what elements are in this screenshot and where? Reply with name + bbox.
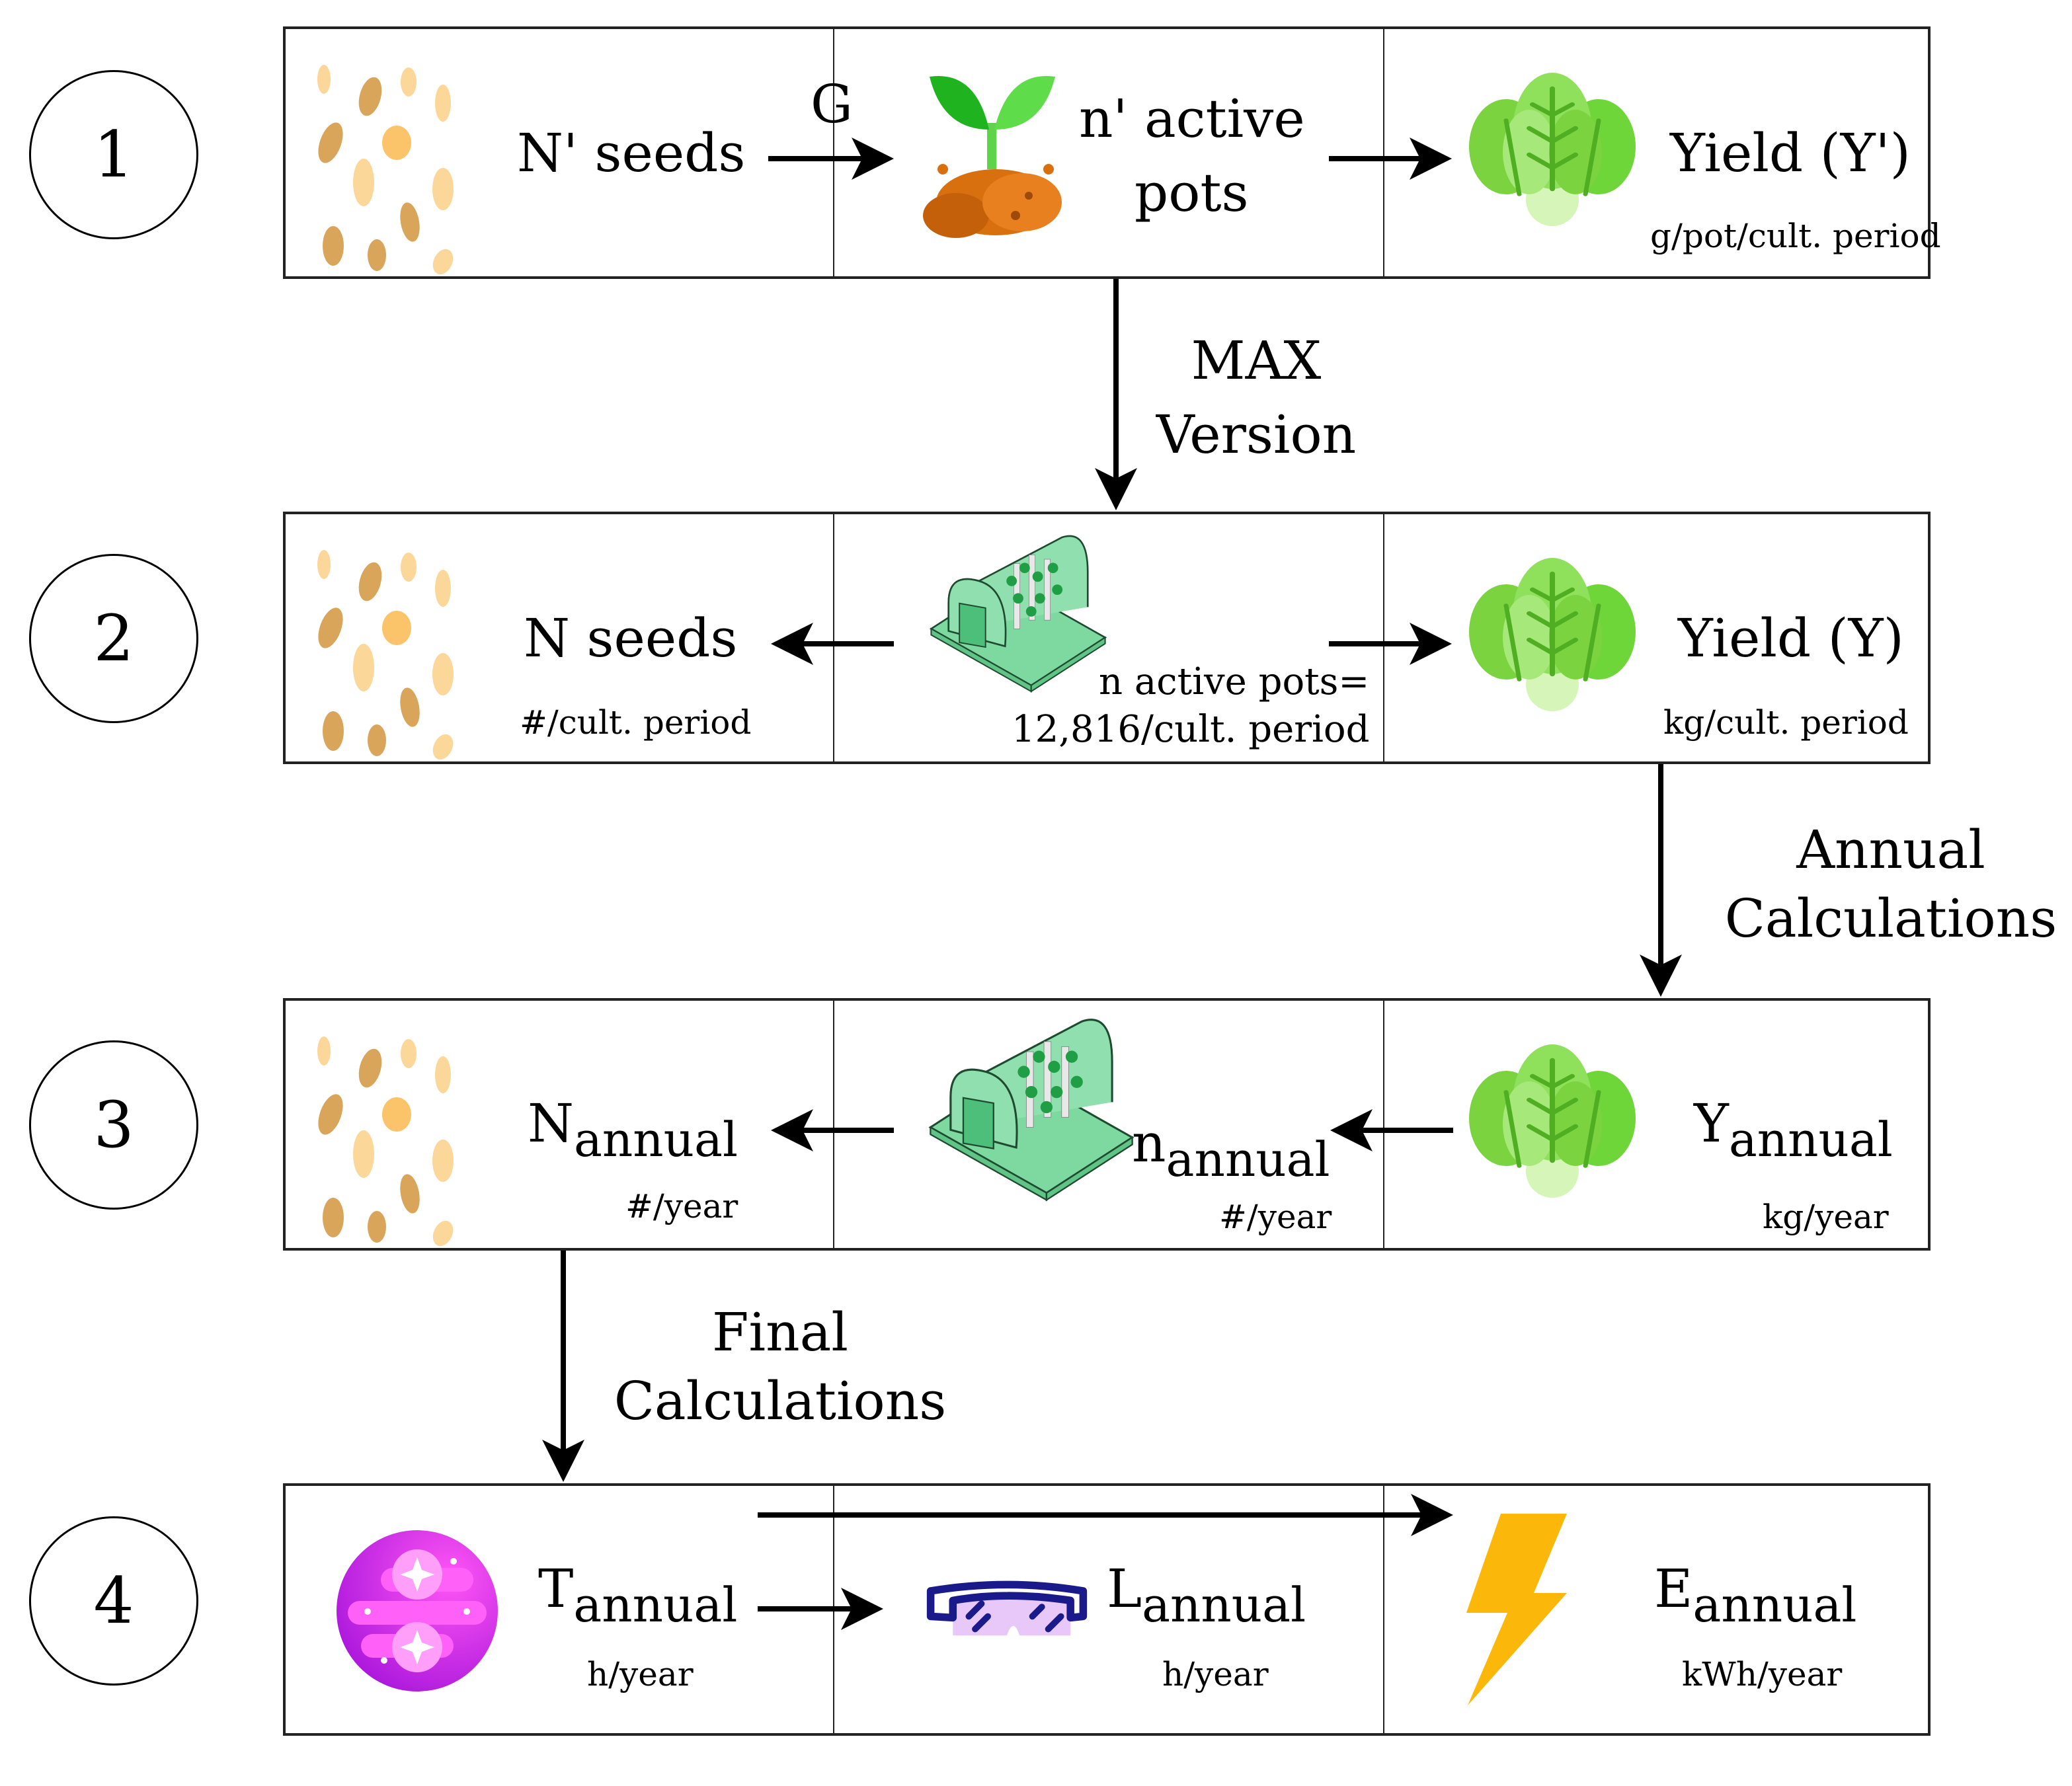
row4-t-label: Tannual (538, 1563, 737, 1629)
row3-seeds-unit: #/year (625, 1187, 738, 1225)
symbol-subscript: annual (1142, 1577, 1306, 1633)
max-version-label: MAX Version (1150, 324, 1362, 472)
step-number-4: 4 (29, 1516, 198, 1686)
goggles-icon (926, 1580, 1088, 1636)
row2-yield-label: Yield (Y) (1678, 607, 1904, 669)
row-3-box (283, 998, 1931, 1251)
row1-seeds-label: N' seeds (517, 122, 746, 184)
row4-t-unit: h/year (587, 1655, 694, 1693)
cell-divider (1383, 1001, 1384, 1248)
row4-l-unit: h/year (1162, 1655, 1269, 1693)
row4-l-label: Lannual (1107, 1563, 1306, 1629)
symbol-subscript: annual (574, 1112, 738, 1167)
row1-pots-line2: pots (1135, 162, 1249, 223)
sprout-icon (923, 76, 1062, 238)
row2-seeds-label: N seeds (524, 607, 738, 669)
lightning-icon (1466, 1514, 1567, 1705)
final-calculations-label: Final Calculations (608, 1298, 952, 1436)
row2-yield-unit: kg/cult. period (1663, 703, 1909, 742)
row4-e-unit: kWh/year (1682, 1655, 1843, 1693)
symbol-main: T (538, 1558, 574, 1619)
row3-seeds-label: Nannual (528, 1097, 738, 1164)
cell-divider (833, 514, 834, 761)
symbol-main: n (1132, 1112, 1166, 1174)
row2-pots-line2: 12,816/cult. period (1012, 708, 1370, 751)
symbol-main: Y (1694, 1093, 1729, 1154)
annual-calculations-line1: Annual (1796, 819, 1985, 880)
annual-calculations-label: Annual Calculations (1719, 816, 2063, 953)
step-number-3: 3 (29, 1040, 198, 1210)
cell-divider (1383, 1486, 1384, 1733)
row-2-box (283, 512, 1931, 764)
cell-divider (1383, 514, 1384, 761)
row-1-box (283, 26, 1931, 279)
symbol-subscript: annual (1728, 1112, 1893, 1167)
row3-pots-label: nannual (1132, 1117, 1330, 1184)
step-number-text: 4 (93, 1564, 134, 1638)
step-number-text: 2 (93, 602, 134, 676)
row1-yield-unit: g/pot/cult. period (1650, 217, 1941, 255)
symbol-subscript: annual (1166, 1132, 1330, 1187)
symbol-subscript: annual (1693, 1577, 1857, 1633)
max-version-line2: Version (1156, 404, 1357, 465)
final-calculations-line1: Final (712, 1301, 848, 1363)
max-version-line1: MAX (1191, 330, 1322, 391)
step-number-text: 3 (93, 1088, 134, 1162)
row1-g-label: G (811, 73, 853, 135)
row2-pots-line1: n active pots= (1099, 660, 1370, 703)
step-number-1: 1 (29, 70, 198, 239)
symbol-main: L (1107, 1558, 1142, 1619)
final-calculations-line2: Calculations (614, 1370, 947, 1432)
cell-divider (1383, 29, 1384, 276)
cell-divider (833, 29, 834, 276)
symbol-subscript: annual (573, 1577, 738, 1633)
cell-divider (833, 1001, 834, 1248)
symbol-main: N (528, 1093, 574, 1154)
annual-calculations-line2: Calculations (1724, 888, 2057, 949)
row1-yield-label: Yield (Y') (1670, 122, 1911, 184)
row1-pots-line1: n' active (1079, 88, 1305, 149)
row3-pots-unit: #/year (1219, 1198, 1332, 1236)
step-number-text: 1 (93, 118, 134, 192)
step-number-2: 2 (29, 554, 198, 723)
row3-yield-label: Yannual (1694, 1097, 1893, 1164)
row3-yield-unit: kg/year (1763, 1198, 1889, 1236)
row2-seeds-unit: #/cult. period (520, 703, 752, 742)
galaxy-icon (337, 1530, 498, 1691)
row4-e-label: Eannual (1654, 1563, 1856, 1629)
symbol-main: E (1654, 1558, 1693, 1619)
